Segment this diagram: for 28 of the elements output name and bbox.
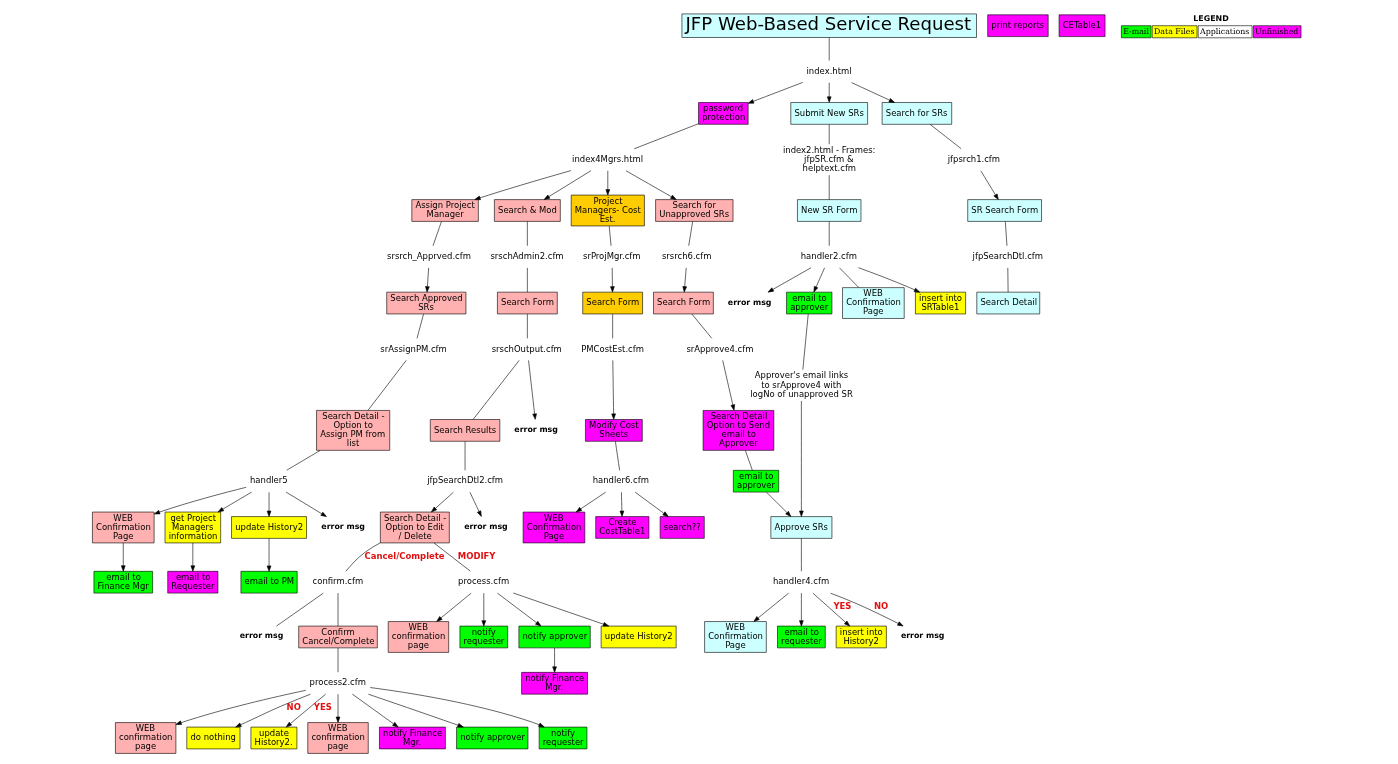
node-text: Approver's email links to srApprove4 with logNo of unapproved SR (750, 370, 853, 399)
node-text: process.cfm (458, 576, 510, 587)
node-text: srProjMgr.cfm (583, 251, 641, 262)
node-text: jfpSearchDtl.cfm (972, 251, 1044, 262)
node-text: PMCostEst.cfm (581, 343, 644, 354)
node-text: handler5 (250, 475, 288, 486)
node-text: srApprove4.cfm (686, 343, 754, 354)
edge-label: YES (313, 701, 332, 712)
node-text: index.html (806, 65, 852, 76)
node-text: handler6.cfm (592, 475, 649, 486)
node-text: process2.cfm (309, 677, 367, 688)
node-text: srAssignPM.cfm (380, 343, 447, 354)
edge-label: MODIFY (457, 550, 496, 561)
edge-label: Cancel/Complete (364, 550, 445, 561)
edge-label: YES (833, 600, 852, 611)
node-text: srschOutput.cfm (491, 343, 562, 354)
node-text: jfpSearchDtl2.cfm (427, 475, 504, 486)
node-text: handler4.cfm (772, 576, 830, 587)
edge-label: NO (286, 701, 301, 712)
node-text: confirm.cfm (312, 576, 364, 587)
node-text: index4Mgrs.html (572, 153, 644, 164)
node-text: jfpsrch1.cfm (947, 153, 1001, 164)
node-text: index2.html - Frames: jfpSR.cfm & helptext.cfm (782, 144, 876, 174)
node-text: srschAdmin2.cfm (490, 251, 564, 262)
edge-label: NO (873, 600, 889, 611)
node-text: srsrch_Apprved.cfm (387, 251, 471, 262)
node-text: srsrch6.cfm (661, 251, 712, 262)
node-text: handler2.cfm (800, 251, 857, 262)
